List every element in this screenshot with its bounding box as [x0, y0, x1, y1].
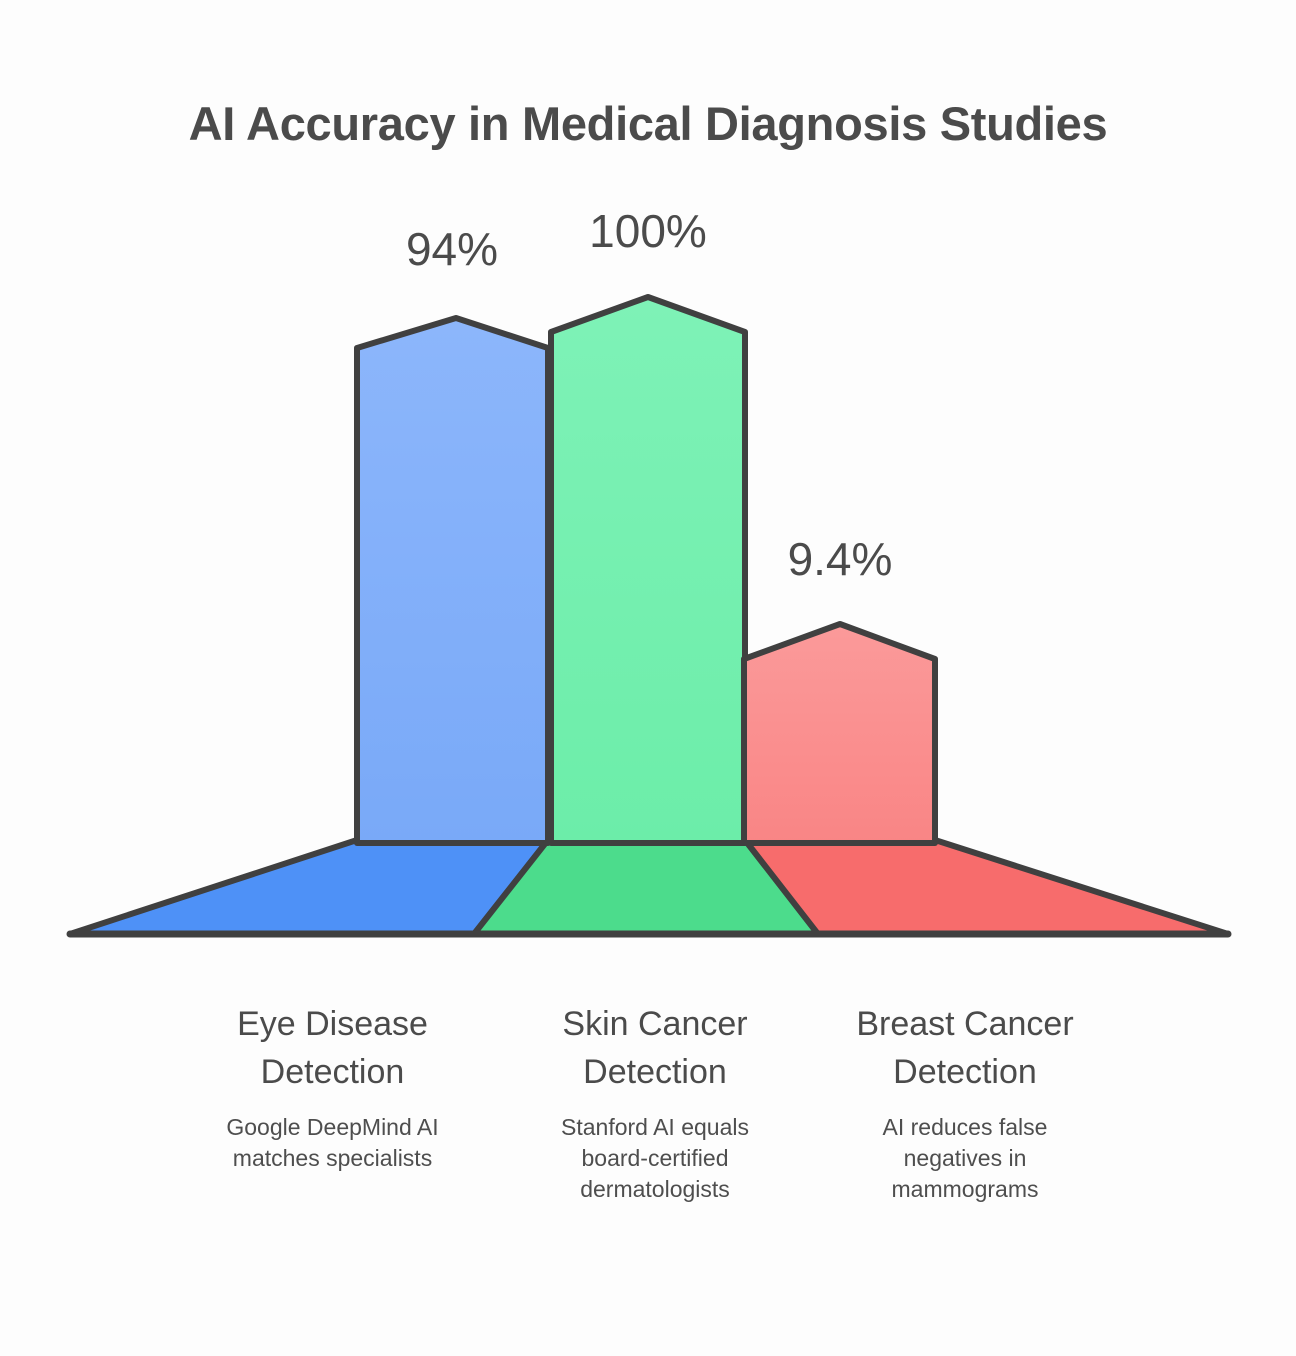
category-name-line-1: Breast Cancer	[856, 1005, 1074, 1043]
bar-eye-disease[interactable]	[354, 315, 551, 846]
description-line-2: matches specialists	[232, 1145, 433, 1171]
description-line-3: mammograms	[891, 1176, 1039, 1202]
category-name-eye-disease: Eye Disease Detection	[145, 1000, 520, 1096]
description-line-2: board-certified	[581, 1145, 729, 1171]
chart-svg	[66, 294, 1232, 938]
page-title: AI Accuracy in Medical Diagnosis Studies	[188, 97, 1108, 150]
category-name-breast-cancer: Breast Cancer Detection	[815, 1000, 1115, 1096]
category-name-line-1: Eye Disease	[237, 1005, 428, 1043]
description-line-1: Stanford AI equals	[561, 1114, 749, 1140]
base-segment-breast-cancer	[742, 837, 1231, 937]
category-block-skin-cancer: Skin Cancer Detection Stanford AI equals…	[505, 1000, 805, 1205]
category-description-skin-cancer: Stanford AI equals board-certified derma…	[505, 1112, 805, 1205]
category-block-breast-cancer: Breast Cancer Detection AI reduces false…	[815, 1000, 1115, 1205]
value-label-skin-cancer: 100%	[589, 205, 707, 257]
chart-bars	[354, 294, 938, 846]
category-name-line-2: Detection	[893, 1053, 1037, 1091]
category-name-line-2: Detection	[260, 1053, 405, 1091]
value-label-breast-cancer: 9.4%	[787, 533, 893, 585]
category-name-line-2: Detection	[583, 1053, 727, 1091]
category-labels: Eye Disease Detection Google DeepMind AI…	[0, 1000, 1296, 1280]
value-label-eye-disease: 94%	[405, 223, 499, 275]
description-line-2: negatives in	[903, 1145, 1027, 1171]
category-description-breast-cancer: AI reduces false negatives in mammograms	[815, 1112, 1115, 1205]
bar-breast-cancer[interactable]	[741, 621, 938, 846]
category-block-eye-disease: Eye Disease Detection Google DeepMind AI…	[145, 1000, 520, 1174]
bar-chart-graphic	[66, 294, 1232, 938]
bar-skin-cancer[interactable]	[548, 294, 748, 846]
description-line-3: dermatologists	[580, 1176, 730, 1202]
chart-base-platform	[66, 837, 1232, 938]
category-description-eye-disease: Google DeepMind AI matches specialists	[145, 1112, 520, 1174]
description-line-1: AI reduces false	[882, 1114, 1048, 1140]
category-name-line-1: Skin Cancer	[562, 1005, 748, 1043]
category-name-skin-cancer: Skin Cancer Detection	[505, 1000, 805, 1096]
description-line-1: Google DeepMind AI	[226, 1114, 439, 1140]
base-segment-eye-disease	[67, 837, 551, 937]
